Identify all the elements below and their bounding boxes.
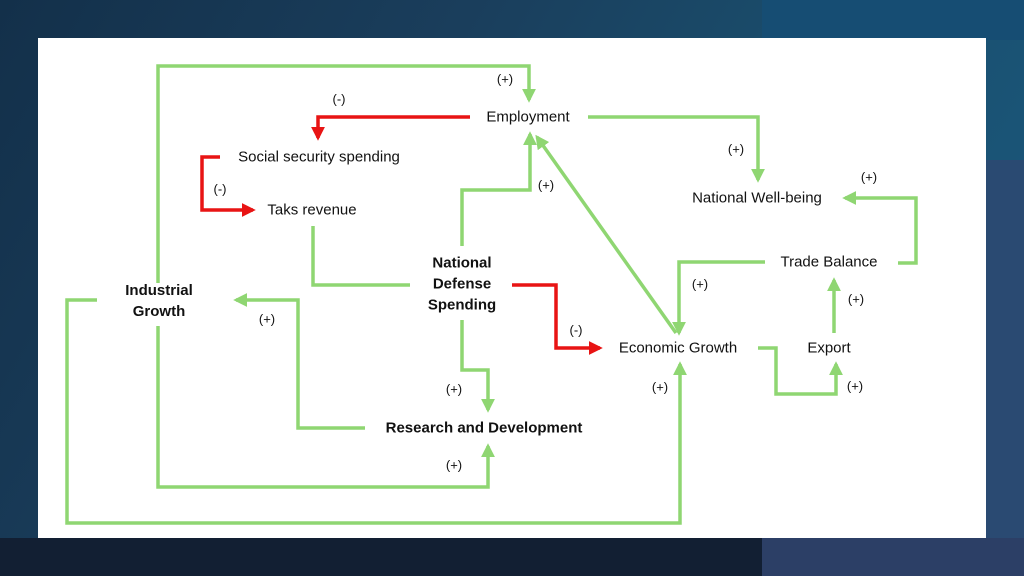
node-defense-line2: Defense [432, 275, 492, 293]
node-employment: Employment [486, 108, 570, 126]
edge-economic-to-export [758, 346, 843, 396]
edge-defense-to-research [460, 320, 495, 413]
sign-defense-to-research: (+) [445, 381, 463, 397]
sign-employment-to-wellbeing: (+) [727, 141, 745, 157]
edge-industrial-to-research [156, 326, 495, 489]
background-panel-bottom-left [0, 538, 762, 576]
edge-research-to-industrial [233, 293, 365, 430]
sign-export-to-trade: (+) [847, 291, 865, 307]
sign-industrial-to-employment: (+) [496, 71, 514, 87]
sign-trade-to-wellbeing: (+) [860, 169, 878, 185]
background-panel-bottom-right [762, 538, 1024, 576]
edge-economic-to-employment [535, 134, 678, 335]
node-industrial-line2: Growth [132, 303, 186, 320]
edge-industrial-to-economic [65, 298, 687, 525]
edge-trade-to-economic [672, 260, 765, 336]
node-export: Export [807, 339, 851, 357]
background-panel-top-right [762, 0, 1024, 40]
node-trade-balance: Trade Balance [780, 253, 878, 271]
node-research-and-development: Research and Development [385, 419, 583, 437]
sign-industrial-to-economic: (+) [651, 379, 669, 395]
sign-defense-to-employment: (+) [537, 177, 555, 193]
edge-defense-to-employment [460, 131, 537, 246]
edge-tax-to-defense [311, 226, 410, 287]
edge-employment-to-wellbeing [588, 115, 765, 183]
node-defense-line1: National [432, 254, 492, 272]
edge-employment-to-social [311, 115, 470, 141]
node-defense-line3: Spending [427, 296, 497, 314]
sign-social-to-tax: (-) [213, 181, 227, 197]
sign-economic-to-export: (+) [846, 378, 864, 394]
edge-social-to-tax [200, 155, 256, 217]
edge-trade-to-wellbeing [842, 191, 918, 265]
node-national-well-being: National Well-being [692, 189, 822, 207]
edge-industrial-to-employment [156, 64, 536, 283]
sign-industrial-to-research: (+) [445, 457, 463, 473]
node-economic-growth: Economic Growth [618, 339, 738, 357]
node-national-defense-spending: National Defense Spending [428, 253, 496, 316]
sign-employment-to-social: (-) [332, 91, 346, 107]
node-industrial-growth: Industrial Growth [125, 280, 193, 322]
sign-economic-to-trade: (+) [691, 276, 709, 292]
sign-research-to-industrial: (+) [258, 311, 276, 327]
sign-defense-to-economic: (-) [569, 322, 583, 338]
node-social-security-spending: Social security spending [238, 148, 400, 166]
node-industrial-line1: Industrial [125, 282, 193, 299]
node-tax-revenue: Taks revenue [267, 201, 357, 219]
edge-defense-to-economic [512, 283, 603, 355]
background-panel-right [985, 160, 1024, 540]
